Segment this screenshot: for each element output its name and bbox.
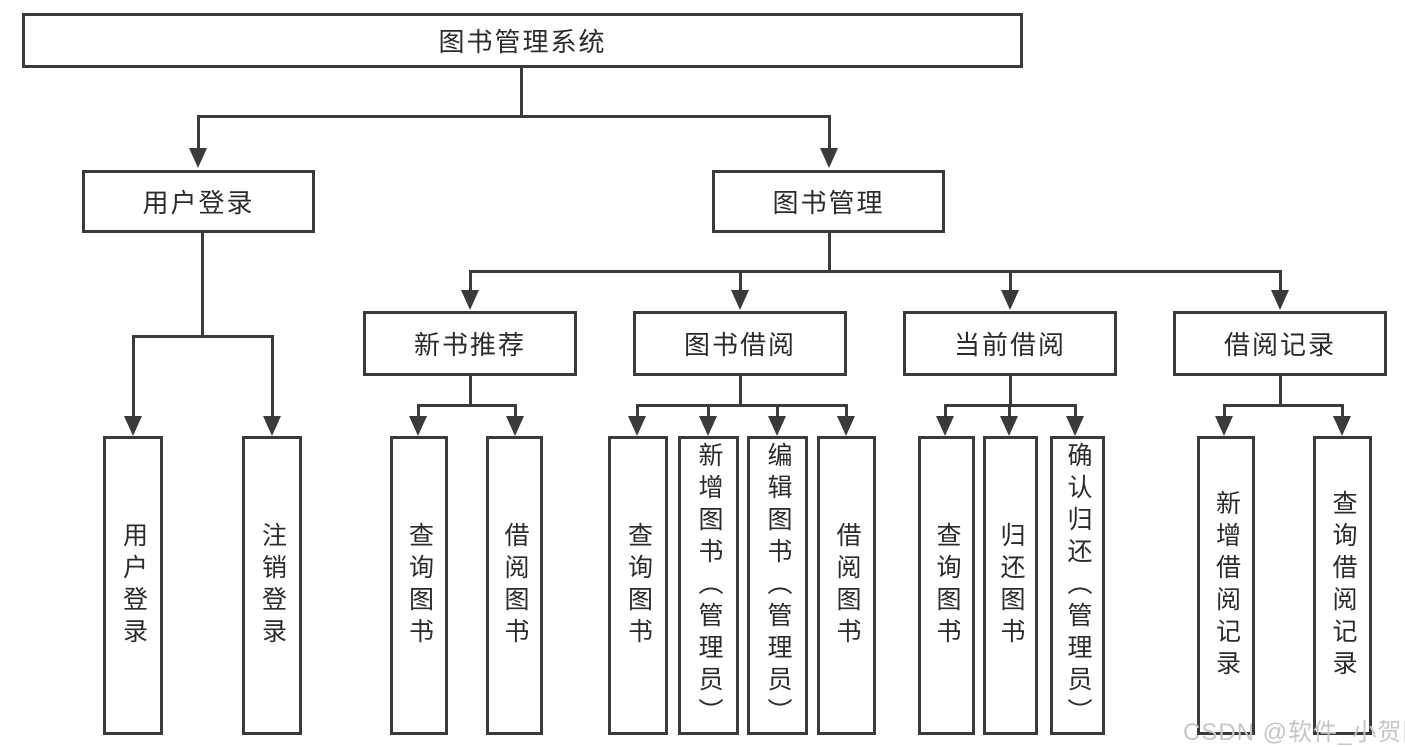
connector-borrow-records-stem <box>1279 374 1282 407</box>
leaf-query-books-recommend: 查询图书 <box>390 436 448 735</box>
arrow-down-icon <box>936 416 954 436</box>
leaf-add-borrow-record: 新增借阅记录 <box>1197 436 1255 735</box>
node-label: 图书管理 <box>772 188 885 218</box>
node-book-management: 图书管理 <box>712 170 945 233</box>
arrow-down-icon <box>1333 416 1351 436</box>
node-book-borrowing: 图书借阅 <box>633 311 847 376</box>
arrow-down-icon <box>263 416 281 436</box>
leaf-query-books-borrowing: 查询图书 <box>608 436 668 735</box>
arrow-down-icon <box>1066 416 1084 436</box>
arrow-down-icon <box>1215 416 1233 436</box>
arrow-down-icon <box>1000 416 1018 436</box>
node-label: 借阅记录 <box>1223 330 1336 360</box>
node-label: 新增图书（管理员） <box>695 441 723 730</box>
arrow-down-icon <box>628 416 646 436</box>
leaf-borrow-books-borrowing: 借阅图书 <box>817 436 876 735</box>
leaf-add-book-admin: 新增图书（管理员） <box>678 436 739 735</box>
node-label: 新书推荐 <box>413 330 526 360</box>
connector-arrow-shaft <box>1279 270 1282 294</box>
node-label: 查询借阅记录 <box>1329 489 1357 682</box>
connector-arrow-shaft <box>739 270 742 294</box>
arrow-down-icon <box>768 416 786 436</box>
arrow-down-icon <box>731 290 749 310</box>
arrow-down-icon <box>1271 290 1289 310</box>
connector-arrow-shaft <box>1009 270 1012 294</box>
connector-arrow-shaft <box>197 115 200 151</box>
node-label: 查询图书 <box>933 521 961 650</box>
leaf-return-books: 归还图书 <box>983 436 1038 735</box>
connector-arrow-shaft <box>271 335 274 418</box>
node-current-borrowing: 当前借阅 <box>903 311 1117 376</box>
leaf-logout: 注销登录 <box>242 436 302 735</box>
node-label: 查询图书 <box>405 521 434 650</box>
arrow-down-icon <box>1001 290 1019 310</box>
arrow-down-icon <box>124 416 142 436</box>
connector-user-login-stem <box>201 231 204 338</box>
arrow-down-icon <box>820 148 838 168</box>
node-label: 图书借阅 <box>683 330 796 360</box>
leaf-edit-book-admin: 编辑图书（管理员） <box>747 436 808 735</box>
connector-arrow-shaft <box>132 335 135 418</box>
node-label: 确认归还（管理员） <box>1064 441 1092 730</box>
csdn-watermark: CSDN @软件_小贺同学 <box>1183 719 1405 746</box>
leaf-confirm-return-admin: 确认归还（管理员） <box>1050 436 1105 735</box>
node-new-book-recommendation: 新书推荐 <box>363 311 577 376</box>
leaf-borrow-books-recommend: 借阅图书 <box>486 436 543 735</box>
connector-arrow-shaft <box>776 404 779 419</box>
connector-book-borrow-stem <box>739 374 742 407</box>
connector-arrow-shaft <box>1223 404 1226 419</box>
connector-arrow-shaft <box>707 404 710 419</box>
node-user-login: 用户登录 <box>82 170 315 233</box>
connector-root-branch <box>197 115 831 118</box>
connector-book-borrow-branch <box>636 404 847 407</box>
node-borrowing-records: 借阅记录 <box>1173 311 1387 376</box>
arrow-down-icon <box>461 290 479 310</box>
node-label: 用户登录 <box>119 521 148 650</box>
leaf-user-login: 用户登录 <box>103 436 163 735</box>
connector-arrow-shaft <box>1008 404 1011 419</box>
connector-arrow-shaft <box>1341 404 1344 419</box>
connector-user-login-branch <box>132 335 274 338</box>
connector-arrow-shaft <box>514 404 517 419</box>
connector-arrow-shaft <box>417 404 420 419</box>
node-label: 借阅图书 <box>501 521 529 650</box>
node-label: 用户登录 <box>142 188 255 218</box>
node-label: 图书管理系统 <box>438 27 607 57</box>
connector-root-stem <box>520 66 523 117</box>
connector-arrow-shaft <box>469 270 472 294</box>
connector-new-book-stem <box>469 374 472 407</box>
connector-book-mgmt-branch <box>469 270 1282 273</box>
node-library-management-system: 图书管理系统 <box>22 13 1023 68</box>
node-label: 借阅图书 <box>833 521 861 650</box>
connector-arrow-shaft <box>845 404 848 419</box>
arrow-down-icon <box>837 416 855 436</box>
node-label: 当前借阅 <box>953 330 1066 360</box>
connector-arrow-shaft <box>828 115 831 151</box>
connector-book-mgmt-stem <box>828 231 831 273</box>
node-label: 查询图书 <box>624 521 653 650</box>
connector-arrow-shaft <box>944 404 947 419</box>
leaf-query-borrow-record: 查询借阅记录 <box>1313 436 1372 735</box>
node-label: 注销登录 <box>258 521 287 650</box>
connector-current-borrow-stem <box>1009 374 1012 407</box>
connector-arrow-shaft <box>636 404 639 419</box>
arrow-down-icon <box>699 416 717 436</box>
node-label: 归还图书 <box>997 521 1025 650</box>
leaf-query-books-current: 查询图书 <box>918 436 975 735</box>
arrow-down-icon <box>506 416 524 436</box>
connector-arrow-shaft <box>1074 404 1077 419</box>
connector-borrow-records-branch <box>1223 404 1344 407</box>
node-label: 新增借阅记录 <box>1212 489 1241 682</box>
arrow-down-icon <box>189 148 207 168</box>
connector-new-book-branch <box>417 404 517 407</box>
node-label: 编辑图书（管理员） <box>764 441 792 730</box>
arrow-down-icon <box>409 416 427 436</box>
